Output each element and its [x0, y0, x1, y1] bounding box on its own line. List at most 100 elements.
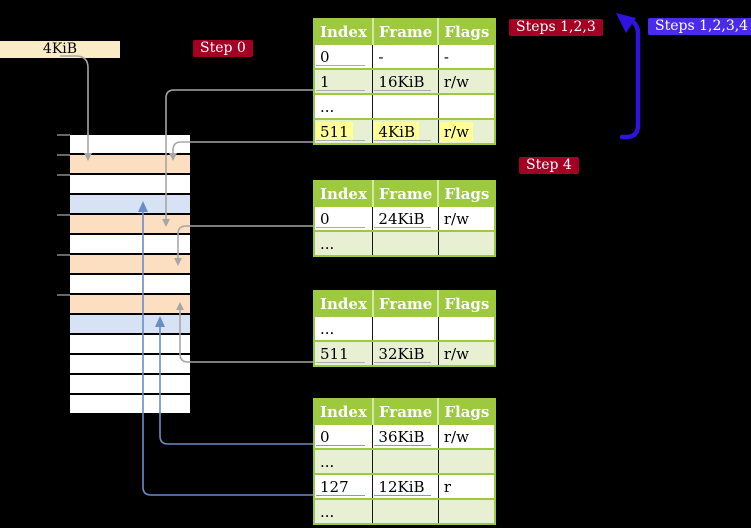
table-cell: [438, 93, 496, 119]
table-cell: ...: [314, 448, 374, 474]
memory-frame-peach: [70, 215, 190, 233]
column-header-index: Index: [314, 19, 374, 44]
memory-frame-white: [70, 175, 190, 193]
table-cell: 32KiB: [372, 340, 439, 366]
table-cell: 1: [314, 68, 374, 94]
table-row: ...: [314, 230, 496, 256]
memory-frame-blue: [70, 315, 190, 333]
column-header-flags: Flags: [438, 399, 496, 424]
highlighted-value: r/w: [439, 121, 473, 142]
table-cell: [438, 315, 496, 341]
arrowhead-up-left-icon: [616, 13, 636, 33]
table-cell: 4KiB: [372, 118, 439, 144]
highlighted-value: 511: [316, 121, 353, 142]
memory-frame-peach: [70, 295, 190, 313]
table-cell: 127: [314, 473, 374, 499]
column-header-flags: Flags: [438, 181, 496, 206]
column-header-index: Index: [314, 399, 374, 424]
table-row: 0--: [314, 43, 496, 69]
cell-underline: [374, 495, 431, 496]
table-cell: 0: [314, 423, 374, 449]
table-cell: [372, 315, 439, 341]
table-cell: r/w: [438, 340, 496, 366]
cell-underline: [374, 140, 431, 141]
table-cell: r/w: [438, 68, 496, 94]
cell-underline: [316, 445, 366, 446]
column-header-index: Index: [314, 291, 374, 316]
cell-underline: [316, 140, 366, 141]
table-cell: 511: [314, 340, 374, 366]
table-cell: 511: [314, 118, 374, 144]
cell-underline: [374, 90, 431, 91]
table-cell: 12KiB: [372, 473, 439, 499]
table-cell: -: [438, 43, 496, 69]
cell-underline: [374, 362, 431, 363]
memory-frame-white: [70, 275, 190, 293]
table-cell: ...: [314, 315, 374, 341]
highlighted-value: 4KiB: [374, 121, 419, 142]
memory-frame-white: [70, 355, 190, 373]
table-row: ...: [314, 315, 496, 341]
table-cell: 36KiB: [372, 423, 439, 449]
cell-underline: [316, 90, 366, 91]
memory-frame-peach: [70, 155, 190, 173]
memory-frame-blue: [70, 195, 190, 213]
table-cell: r: [438, 473, 496, 499]
memory-strip: [70, 135, 190, 415]
cell-underline: [316, 65, 366, 66]
table-cell: r/w: [438, 118, 496, 144]
table-cell: -: [372, 43, 439, 69]
column-header-frame: Frame: [372, 181, 440, 206]
cell-underline: [316, 495, 366, 496]
table-cell: [438, 448, 496, 474]
steps-123-label: Steps 1,2,3: [509, 19, 603, 36]
step0-label: Step 0: [193, 40, 253, 57]
table-row: ...: [314, 498, 496, 524]
table-cell: 24KiB: [372, 205, 439, 231]
memory-frame-white: [70, 235, 190, 253]
cell-underline: [374, 445, 431, 446]
table-cell: ...: [314, 498, 374, 524]
table-cell: [372, 230, 439, 256]
table-cell: [438, 498, 496, 524]
table-cell: r/w: [438, 205, 496, 231]
table-cell: 0: [314, 205, 374, 231]
column-header-frame: Frame: [372, 291, 440, 316]
column-header-flags: Flags: [438, 291, 496, 316]
table-cell: ...: [314, 93, 374, 119]
table-cell: [372, 498, 439, 524]
memory-frame-peach: [70, 255, 190, 273]
arrow-l2-entry0-to-frame: [177, 225, 313, 258]
arrow-l1-entry511-to-frame: [172, 141, 313, 153]
column-header-index: Index: [314, 181, 374, 206]
steps-1234-label: Steps 1,2,3,4: [648, 18, 751, 35]
table-cell: 16KiB: [372, 68, 439, 94]
memory-frame-white: [70, 135, 190, 153]
cell-underline: [374, 227, 431, 228]
page-size-box: 4KiB: [0, 41, 120, 58]
memory-frame-white: [70, 395, 190, 413]
table-cell: [372, 448, 439, 474]
table-cell: ...: [314, 230, 374, 256]
table-row: 511 4KiB r/w: [314, 118, 496, 144]
cell-underline: [316, 362, 366, 363]
column-header-frame: Frame: [372, 399, 440, 424]
table-cell: r/w: [438, 423, 496, 449]
strip-tick-marks: [57, 134, 70, 296]
table-row: ...: [314, 93, 496, 119]
cell-underline: [316, 227, 366, 228]
table-cell: [438, 230, 496, 256]
